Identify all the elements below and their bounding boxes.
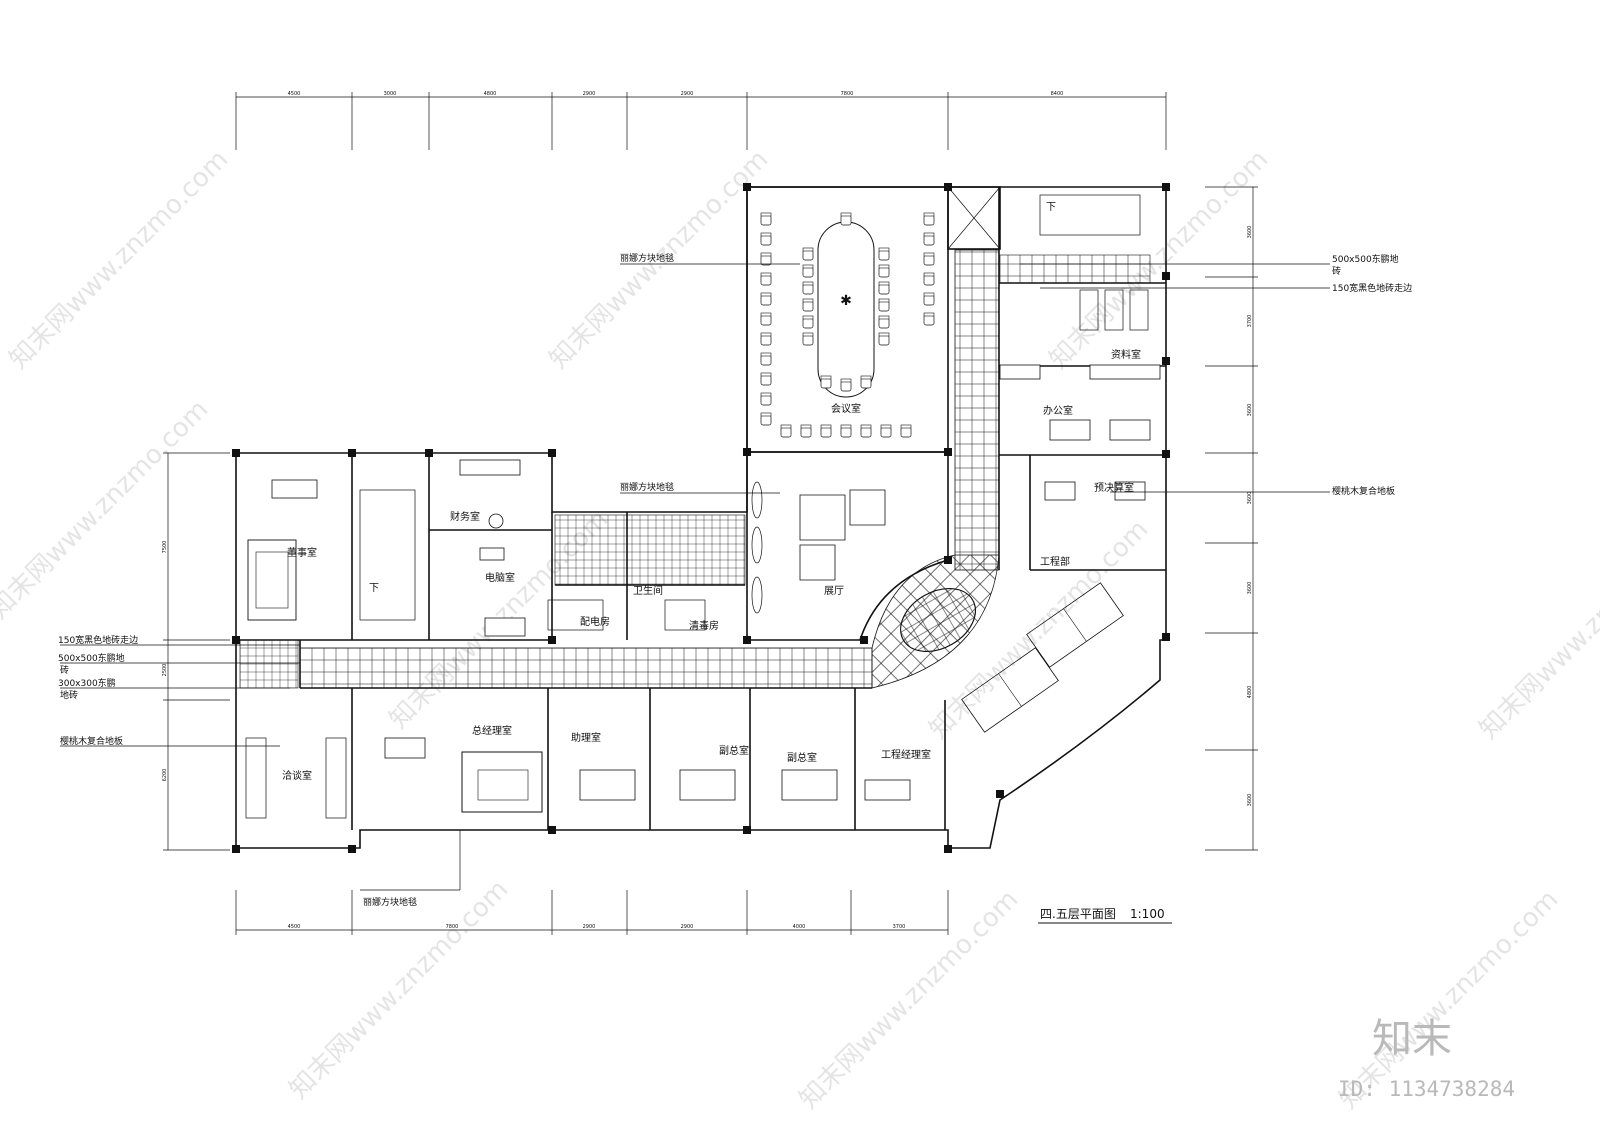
floor-finishes [239,249,1151,689]
office-furniture [245,289,1161,819]
dimension-label: 3600 [1247,582,1253,595]
dimension-label: 2500 [162,664,168,677]
lobby-oval-feature [900,587,976,653]
svg-text:✱: ✱ [840,293,852,309]
dimension-top: 4500 3000 4800 2900 2900 7800 8400 [235,91,1167,150]
drawing-title-text: 四.五层平面图 [1040,907,1116,921]
room-label-restroom: 卫生间 [633,584,663,597]
annotation-tile-left-small-cont: 地砖 [60,689,78,701]
room-label-office: 办公室 [1043,404,1073,417]
columns [232,183,1170,853]
room-label-meeting: 会议室 [831,402,861,415]
annotation-carpet-bottom: 丽娜方块地毯 [363,896,417,908]
room-label-exhibition: 展厅 [824,585,844,597]
dimension-label: 7800 [446,924,459,930]
watermark-text: 知末网www.znzmo.com [1474,514,1600,745]
dimension-label: 2900 [583,924,596,930]
room-label-chairman: 董事室 [287,546,317,559]
annotation-tile-left-cont: 砖 [60,664,69,676]
dimension-label: 4000 [793,924,806,930]
room-label-finance: 财务室 [450,510,480,523]
annotation-tile-left-small: 300x300东鹏 [58,677,116,689]
dimension-bottom: 4500 7800 2900 2900 4000 3700 [235,890,949,935]
room-label-eng-manager: 工程经理室 [881,748,931,761]
watermark-text: 知末网www.znzmo.com [284,874,515,1105]
dimension-label: 3000 [384,91,397,97]
dimension-label: 4500 [288,91,301,97]
dimension-label: 7800 [841,91,854,97]
dimension-label: 4800 [484,91,497,97]
dimension-label: 4800 [1247,686,1253,699]
dimension-label: 8400 [1051,91,1064,97]
dimension-label: 3700 [893,924,906,930]
room-label-cleaning: 清毒房 [689,619,719,632]
annotation-border-right: 150宽黑色地砖走边 [1332,282,1412,294]
watermark-text: 知末网www.znzmo.com [794,884,1025,1115]
room-label-assistant: 助理室 [571,731,601,744]
room-labels: 会议室 展厅 董事室 财务室 电脑室 下 卫生间 配电房 清毒房 工程部 资料室… [282,202,1141,782]
room-label-vp1: 副总室 [719,744,749,757]
annotations: 丽娜方块地毯 丽娜方块地毯 丽娜方块地毯 500x500东鹏地 砖 150宽黑色… [58,252,1412,908]
dimension-label: 3600 [1247,404,1253,417]
exhibition-displays [751,481,886,614]
dimension-label: 3700 [1247,315,1253,328]
dimension-label: 7500 [162,541,168,554]
dimension-label: 2900 [681,924,694,930]
dimension-left: 7500 2500 6200 [162,452,230,851]
annotation-carpet-exhibition: 丽娜方块地毯 [620,481,674,493]
brand-logo-text: 知末 [1372,1016,1452,1062]
watermark-text: 知末网www.znzmo.com [4,144,235,375]
annotation-floor-left: 樱桃木复合地板 [60,735,123,747]
dimension-right: 3600 3700 3600 3600 3600 4800 3600 [1205,186,1258,851]
stair-down-label: 下 [1046,202,1056,213]
room-label-power: 配电房 [580,615,610,628]
drawing-title: 四.五层平面图 1:100 [1038,907,1172,924]
dimension-label: 4500 [288,924,301,930]
dimension-label: 3600 [1247,492,1253,505]
room-label-engineering: 工程部 [1040,555,1070,568]
annotation-border-left: 150宽黑色地砖走边 [58,634,138,646]
annotation-floor-right: 樱桃木复合地板 [1332,485,1395,497]
stair-down-label: 下 [369,583,379,594]
room-label-vp2: 副总室 [787,751,817,764]
annotation-tile-right-cont: 砖 [1332,265,1341,277]
annotation-tile-left: 500x500东鹏地 [58,652,125,664]
meeting-table: ✱ [817,221,875,398]
dimension-label: 6200 [162,769,168,782]
annotation-carpet-meeting: 丽娜方块地毯 [620,252,674,264]
dimension-label: 3600 [1247,794,1253,807]
dimension-label: 2900 [681,91,694,97]
watermark-text: 知末网www.znzmo.com [0,394,214,625]
brand-watermark: 知末 ID: 1134738284 [1338,1016,1515,1101]
room-label-budget: 预决算室 [1094,481,1134,494]
drawing-scale: 1:100 [1130,907,1165,921]
room-label-computer: 电脑室 [485,571,515,584]
image-id-text: ID: 1134738284 [1338,1077,1515,1101]
room-label-negotiation: 洽谈室 [282,769,312,782]
dimension-label: 2900 [583,91,596,97]
dimension-label: 3600 [1247,226,1253,239]
annotation-tile-right: 500x500东鹏地 [1332,253,1399,265]
room-label-gm: 总经理室 [472,724,512,737]
room-label-archive: 资料室 [1111,348,1141,361]
